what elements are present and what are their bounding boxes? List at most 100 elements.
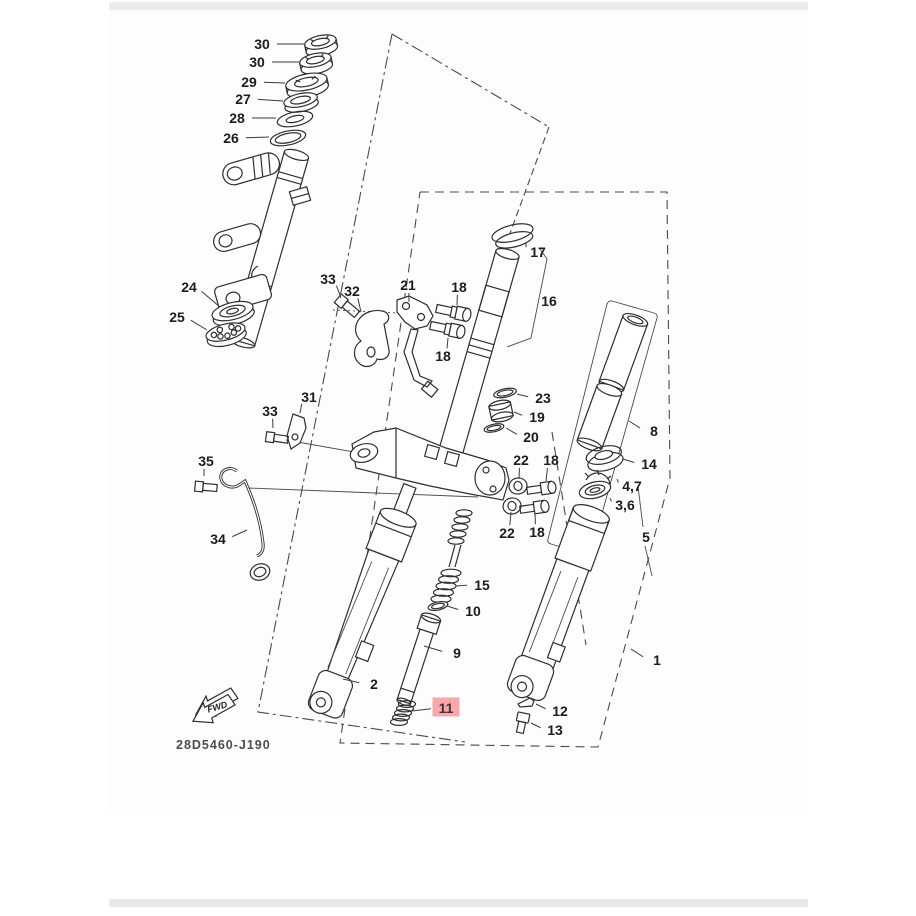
part-label-24: 24 bbox=[181, 279, 221, 308]
leader-line bbox=[232, 529, 248, 538]
leader-line bbox=[411, 708, 432, 712]
leader-line bbox=[201, 290, 221, 308]
part-number: 14 bbox=[641, 456, 657, 472]
leader-line bbox=[509, 511, 512, 526]
part-label-25: 25 bbox=[169, 309, 208, 331]
leader-line bbox=[357, 298, 362, 313]
bracket-21-plate bbox=[396, 295, 434, 330]
part-number: 12 bbox=[552, 703, 568, 719]
ball-bearing-25 bbox=[205, 322, 247, 348]
leader-line bbox=[505, 427, 518, 435]
leader-line bbox=[190, 319, 208, 331]
part-label-33: 33 bbox=[262, 403, 278, 429]
part-number: 18 bbox=[435, 348, 451, 364]
part-label-14: 14 bbox=[622, 456, 657, 472]
part-label-16: 16 bbox=[541, 293, 557, 309]
part-number: 34 bbox=[210, 531, 226, 547]
part-number: 20 bbox=[523, 429, 539, 445]
part-label-18: 18 bbox=[529, 512, 545, 540]
leader-line bbox=[630, 648, 644, 658]
leader-line bbox=[530, 722, 541, 729]
part-label-2: 2 bbox=[342, 676, 378, 692]
bracket-21-arm bbox=[403, 328, 433, 388]
part-number: 18 bbox=[451, 279, 467, 295]
part-number: 33 bbox=[320, 271, 336, 287]
part-label-22: 22 bbox=[513, 452, 529, 480]
leader-line bbox=[299, 403, 303, 414]
part-number: 9 bbox=[453, 645, 461, 661]
outer-tube-5 bbox=[506, 504, 610, 702]
part-label-31: 31 bbox=[299, 389, 317, 414]
part-number: 4,7 bbox=[622, 478, 642, 494]
inner-tube-group bbox=[436, 223, 557, 515]
part-label-34: 34 bbox=[210, 529, 248, 547]
leader-line bbox=[263, 81, 286, 84]
part-label-19: 19 bbox=[513, 409, 545, 425]
bracket-32 bbox=[353, 309, 390, 368]
leader-line bbox=[446, 605, 459, 610]
dust-seal-3-6 bbox=[578, 480, 612, 500]
o-ring-23 bbox=[493, 387, 517, 399]
spring-upper bbox=[447, 509, 473, 545]
part-number: 17 bbox=[530, 244, 546, 260]
highlight-box bbox=[432, 697, 460, 717]
bracket-32-hole bbox=[366, 346, 376, 358]
part-label-27: 27 bbox=[235, 91, 284, 107]
part-number: 27 bbox=[235, 91, 251, 107]
damper-rod-group bbox=[389, 509, 473, 726]
part-label-29: 29 bbox=[241, 74, 286, 90]
bearing-race-24 bbox=[211, 300, 255, 327]
part-number: 13 bbox=[547, 722, 563, 738]
leg2-rear-tab bbox=[354, 640, 375, 663]
under-bracket bbox=[349, 427, 510, 501]
leader-line bbox=[342, 678, 360, 684]
part-number: 30 bbox=[249, 54, 265, 70]
part-label-15: 15 bbox=[455, 577, 490, 593]
part-label-22: 22 bbox=[499, 511, 515, 541]
part-number: 22 bbox=[513, 452, 529, 468]
clip-4-7 bbox=[584, 469, 612, 488]
image-bottom-edge bbox=[109, 899, 808, 907]
part-number: 16 bbox=[541, 293, 557, 309]
part-number: 21 bbox=[400, 277, 416, 293]
tube-8-lower bbox=[576, 382, 623, 452]
oil-seal-14 bbox=[585, 445, 624, 472]
lever-31 bbox=[286, 413, 307, 450]
part-number: 18 bbox=[529, 524, 545, 540]
leader-line bbox=[628, 420, 641, 429]
part-number: 28 bbox=[229, 110, 245, 126]
washer-22a bbox=[508, 477, 528, 495]
part-number: 8 bbox=[650, 423, 658, 439]
part-label-8: 8 bbox=[628, 420, 658, 439]
part-label-23: 23 bbox=[516, 390, 551, 406]
ring-nut-30a bbox=[304, 34, 339, 57]
bolt-33b bbox=[264, 430, 290, 444]
part-label-3-6: 3,6 bbox=[609, 497, 635, 513]
part-number: 1 bbox=[653, 652, 661, 668]
bracket-line-16 bbox=[506, 248, 548, 348]
part-number: 22 bbox=[499, 525, 515, 541]
part-label-20: 20 bbox=[505, 427, 539, 445]
part-number: 35 bbox=[198, 453, 214, 469]
axis-line bbox=[504, 126, 550, 248]
gasket-pin-12 bbox=[517, 697, 535, 708]
part-number: 25 bbox=[169, 309, 185, 325]
part-label-28: 28 bbox=[229, 110, 276, 126]
handle-holder-lower bbox=[213, 223, 262, 253]
washer-29 bbox=[285, 72, 330, 99]
part-label-33: 33 bbox=[320, 271, 342, 299]
part-number: 29 bbox=[241, 74, 257, 90]
part-number: 26 bbox=[223, 130, 239, 146]
bolt-35 bbox=[193, 480, 218, 493]
part-number: 3,6 bbox=[615, 497, 635, 513]
part-label-10: 10 bbox=[446, 603, 481, 619]
leader-line bbox=[423, 645, 443, 652]
part-label-18: 18 bbox=[435, 337, 451, 364]
part-number: 33 bbox=[262, 403, 278, 419]
part-label-13: 13 bbox=[530, 722, 563, 738]
part-number: 11 bbox=[439, 700, 454, 716]
fork-leg-2 bbox=[307, 482, 417, 719]
leader-line bbox=[446, 337, 449, 349]
